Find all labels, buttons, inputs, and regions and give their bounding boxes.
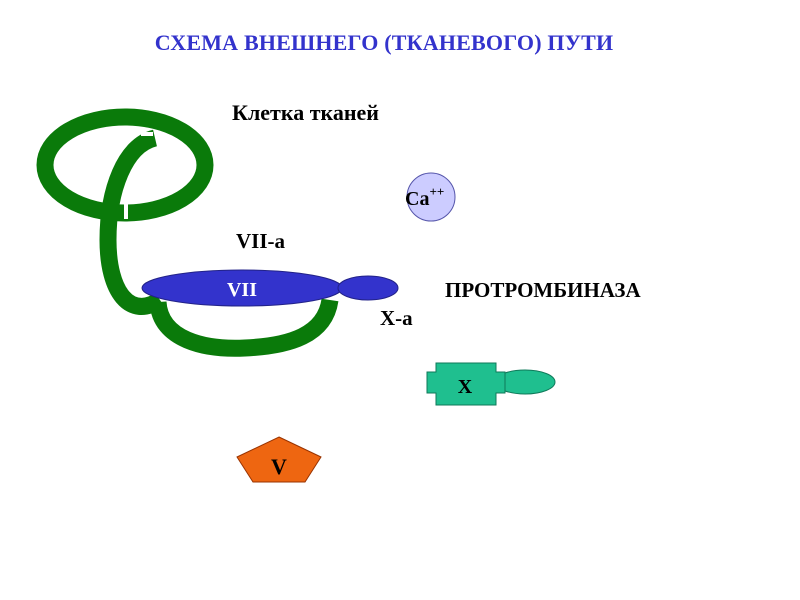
- factor-vii-label: VII: [227, 279, 257, 301]
- tissue-cell-shape: [45, 117, 330, 348]
- calcium-superscript: ++: [429, 184, 444, 199]
- factor-v-label: V: [271, 454, 287, 479]
- factor-x-label: X: [458, 376, 473, 398]
- factor-vii-a-label: VII-a: [236, 229, 285, 254]
- factor-v: V: [237, 437, 321, 482]
- calcium-ion: Ca++: [405, 173, 455, 221]
- tissue-cell-label: Клетка тканей: [232, 100, 379, 126]
- cell-notch: [124, 203, 128, 219]
- factor-x: X: [427, 363, 555, 405]
- factor-vii: VII: [142, 270, 398, 306]
- factor-vii-knob: [338, 276, 398, 300]
- cell-notch: [141, 132, 153, 136]
- factor-x-a-label: X-a: [380, 306, 413, 331]
- cell-lower-cup: [158, 300, 330, 348]
- prothrombinase-label: ПРОТРОМБИНАЗА: [445, 278, 641, 303]
